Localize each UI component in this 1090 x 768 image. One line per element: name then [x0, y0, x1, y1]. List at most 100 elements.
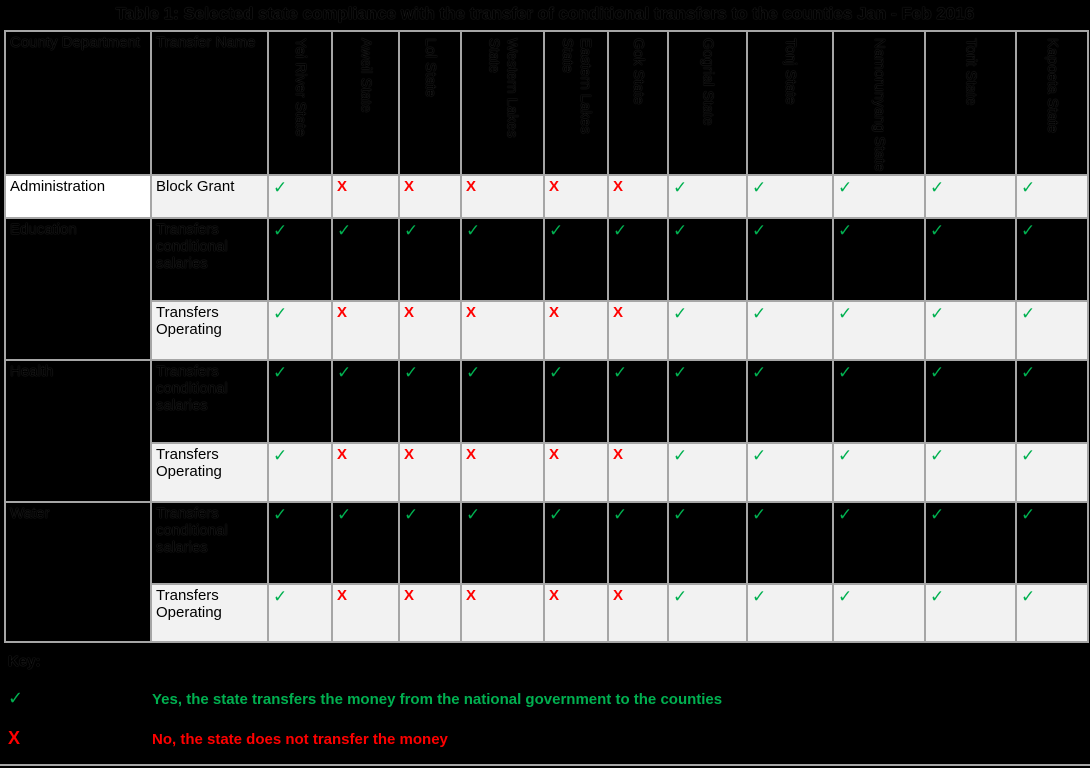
- check-mark-cell: ✓: [746, 442, 834, 503]
- x-mark-cell: X: [460, 583, 545, 643]
- check-mark-cell: ✓: [460, 501, 545, 585]
- check-mark-cell: ✓: [667, 359, 748, 444]
- check-icon: ✓: [673, 363, 688, 382]
- check-icon: ✓: [549, 221, 564, 240]
- check-icon: ✓: [337, 221, 352, 240]
- check-icon: ✓: [549, 505, 564, 524]
- x-mark-cell: X: [607, 442, 669, 503]
- check-mark-cell: ✓: [267, 174, 333, 219]
- check-icon: ✓: [673, 505, 688, 524]
- check-icon: ✓: [1021, 587, 1036, 606]
- check-mark-cell: ✓: [746, 359, 834, 444]
- check-mark-cell: ✓: [398, 217, 462, 302]
- check-mark-cell: ✓: [331, 217, 400, 302]
- department-water: Water: [4, 501, 152, 643]
- check-icon: ✓: [1021, 363, 1036, 382]
- column-header-yei-river-state: Yei River State: [267, 30, 333, 176]
- check-mark-cell: ✓: [460, 359, 545, 444]
- x-mark-cell: X: [398, 174, 462, 219]
- x-icon: X: [337, 178, 348, 195]
- x-icon: X: [549, 587, 560, 604]
- column-header-label: Lol State: [422, 38, 439, 98]
- check-mark-cell: ✓: [543, 217, 609, 302]
- check-icon: ✓: [404, 505, 419, 524]
- x-mark-cell: X: [331, 583, 400, 643]
- transfer-name-cell: Transfers Operating: [150, 442, 269, 503]
- check-mark-cell: ✓: [267, 501, 333, 585]
- x-mark-cell: X: [398, 583, 462, 643]
- x-icon: X: [549, 304, 560, 321]
- check-icon: ✓: [1021, 178, 1036, 197]
- department-administration: Administration: [4, 174, 152, 219]
- check-mark-cell: ✓: [832, 501, 926, 585]
- x-mark-cell: X: [398, 442, 462, 503]
- check-icon: ✓: [930, 587, 945, 606]
- check-mark-cell: ✓: [746, 583, 834, 643]
- column-header-transfer-name: Transfer Name: [150, 30, 269, 176]
- check-mark-cell: ✓: [832, 442, 926, 503]
- x-icon: X: [466, 587, 477, 604]
- x-icon: X: [404, 178, 415, 195]
- x-icon: X: [404, 304, 415, 321]
- column-header-western-lakes-state: Western Lakes State: [460, 30, 545, 176]
- column-header-lol-state: Lol State: [398, 30, 462, 176]
- check-mark-cell: ✓: [667, 442, 748, 503]
- x-icon: X: [549, 446, 560, 463]
- check-icon: ✓: [1021, 446, 1036, 465]
- transfer-name-cell: Transfers conditional salaries: [150, 501, 269, 585]
- column-header-label: Eastern Lakes State: [559, 38, 594, 134]
- check-icon: ✓: [673, 304, 688, 323]
- column-header-label: Tonj State: [782, 38, 799, 105]
- check-mark-cell: ✓: [924, 501, 1017, 585]
- check-icon: ✓: [838, 363, 853, 382]
- check-mark-cell: ✓: [667, 501, 748, 585]
- check-icon: ✓: [752, 221, 767, 240]
- check-mark-cell: ✓: [667, 217, 748, 302]
- transfer-name-cell: Transfers conditional salaries: [150, 359, 269, 444]
- check-icon: ✓: [1021, 221, 1036, 240]
- check-mark-cell: ✓: [607, 359, 669, 444]
- x-mark-cell: X: [331, 174, 400, 219]
- x-mark-cell: X: [543, 300, 609, 361]
- x-mark-cell: X: [543, 442, 609, 503]
- check-icon: ✓: [752, 587, 767, 606]
- column-header-label: Aweil State: [357, 38, 375, 113]
- check-mark-cell: ✓: [667, 300, 748, 361]
- column-header-gogrial-state: Gogrial State: [667, 30, 748, 176]
- x-mark-cell: X: [607, 174, 669, 219]
- column-header-label: Namorunyang State: [871, 38, 888, 172]
- check-icon: ✓: [466, 221, 481, 240]
- x-mark-cell: X: [331, 300, 400, 361]
- check-icon: ✓: [1021, 505, 1036, 524]
- check-icon: ✓: [930, 505, 945, 524]
- check-icon: ✓: [752, 363, 767, 382]
- check-mark-cell: ✓: [543, 359, 609, 444]
- x-icon: X: [337, 304, 348, 321]
- x-icon: X: [613, 304, 624, 321]
- column-header-label: Gogrial State: [699, 38, 717, 126]
- compliance-table: County Department Transfer Name Yei Rive…: [4, 30, 1089, 643]
- check-mark-cell: ✓: [267, 217, 333, 302]
- check-mark-cell: ✓: [746, 501, 834, 585]
- check-mark-cell: ✓: [1015, 442, 1089, 503]
- x-icon: X: [337, 587, 348, 604]
- check-icon: ✓: [930, 178, 945, 197]
- check-icon: ✓: [613, 505, 628, 524]
- check-mark-cell: ✓: [746, 300, 834, 361]
- x-icon: X: [613, 178, 624, 195]
- check-icon: ✓: [337, 363, 352, 382]
- x-mark-cell: X: [607, 583, 669, 643]
- x-mark-cell: X: [398, 300, 462, 361]
- check-mark-cell: ✓: [1015, 174, 1089, 219]
- check-icon: ✓: [273, 304, 288, 323]
- check-icon: ✓: [930, 304, 945, 323]
- check-icon: ✓: [673, 587, 688, 606]
- check-mark-cell: ✓: [832, 174, 926, 219]
- bottom-divider: [0, 764, 1090, 766]
- transfer-name-cell: Block Grant: [150, 174, 269, 219]
- x-mark-cell: X: [331, 442, 400, 503]
- check-icon: ✓: [549, 363, 564, 382]
